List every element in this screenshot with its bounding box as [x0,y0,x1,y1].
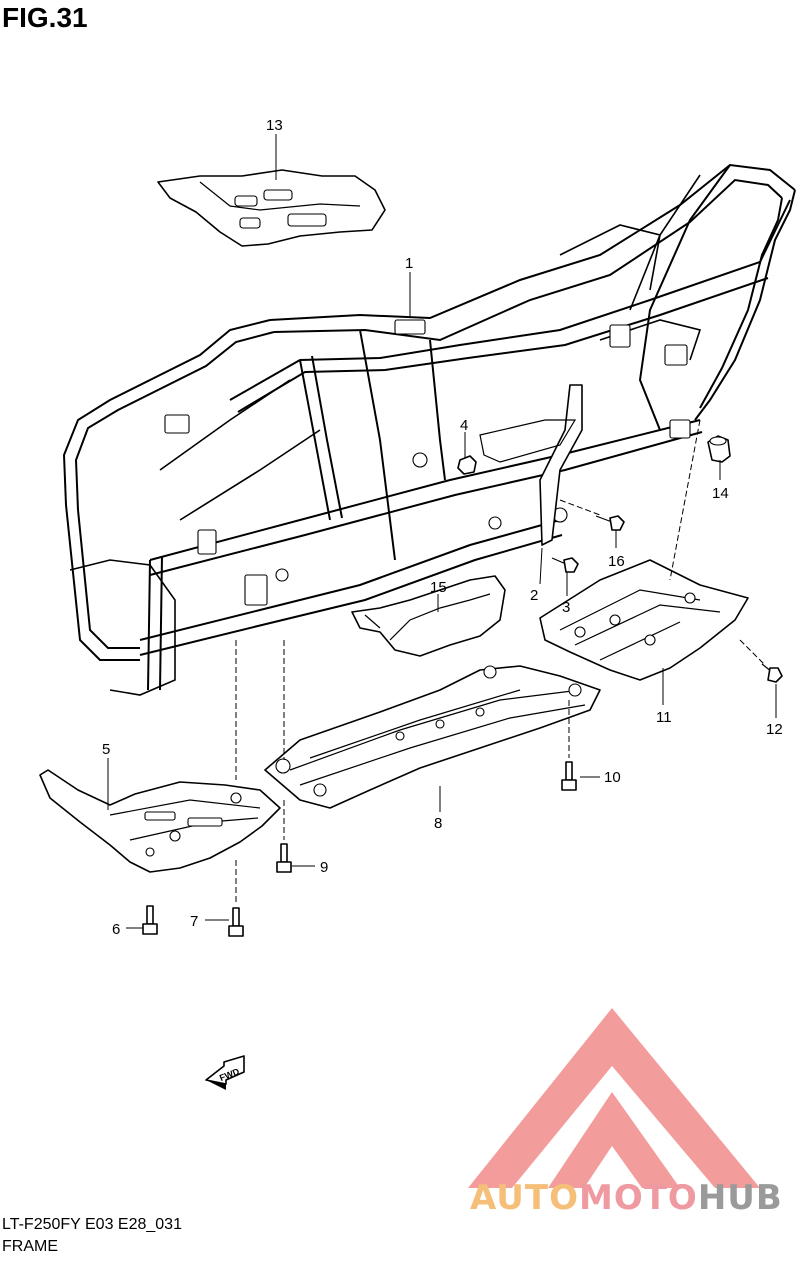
callout-13: 13 [266,117,283,134]
part-11-skid-plate-rear [539,559,749,681]
callout-11: 11 [656,709,672,726]
part-1-main-frame [62,163,796,696]
brand-watermark: AUTOMOTOHUB [470,1178,783,1218]
footer-caption: LT-F250FY E03 E28_031 FRAME [2,1214,182,1258]
callout-10: 10 [604,769,621,786]
callout-12: 12 [766,721,783,738]
callout-15: 15 [430,579,447,596]
part-3-bolt [551,557,579,573]
model-code: LT-F250FY E03 E28_031 [2,1216,182,1233]
callout-3: 3 [562,599,570,616]
callout-14: 14 [712,485,729,502]
callout-7: 7 [190,913,198,930]
callout-4: 4 [460,417,468,434]
part-12-bolt [761,663,783,683]
part-15-guard [351,575,506,657]
callout-1: 1 [405,255,413,272]
brand-hub: HUB [697,1178,783,1218]
automotohub-logo-icon [468,1008,760,1188]
callout-6: 6 [112,921,120,938]
part-16-bolt [595,515,625,531]
forward-arrow-icon: FWD [205,1055,245,1090]
part-2-bracket [479,384,583,546]
callout-labels: 13 1 4 14 16 2 15 3 11 12 5 10 8 9 6 7 [102,117,783,938]
callout-9: 9 [320,859,328,876]
part-8-skid-plate-center [264,665,601,809]
part-14-bushing [707,435,731,463]
alignment-lines [235,419,765,905]
callout-16: 16 [608,553,625,570]
part-13-cover-plate [157,169,386,247]
callout-8: 8 [434,815,442,832]
part-10-bolt [561,761,577,791]
part-4-nut [457,455,477,475]
brand-moto: MOTO [578,1178,698,1218]
callout-2: 2 [530,587,538,604]
callout-5: 5 [102,741,110,758]
part-7-bolt [228,907,244,937]
section-name: FRAME [2,1238,58,1255]
part-6-bolt [142,905,158,935]
part-5-skid-plate-front [39,769,281,873]
figure-title: FIG.31 [2,2,88,33]
leader-lines [107,134,777,929]
part-9-bolt [276,843,292,873]
brand-auto: AUTO [470,1178,579,1218]
